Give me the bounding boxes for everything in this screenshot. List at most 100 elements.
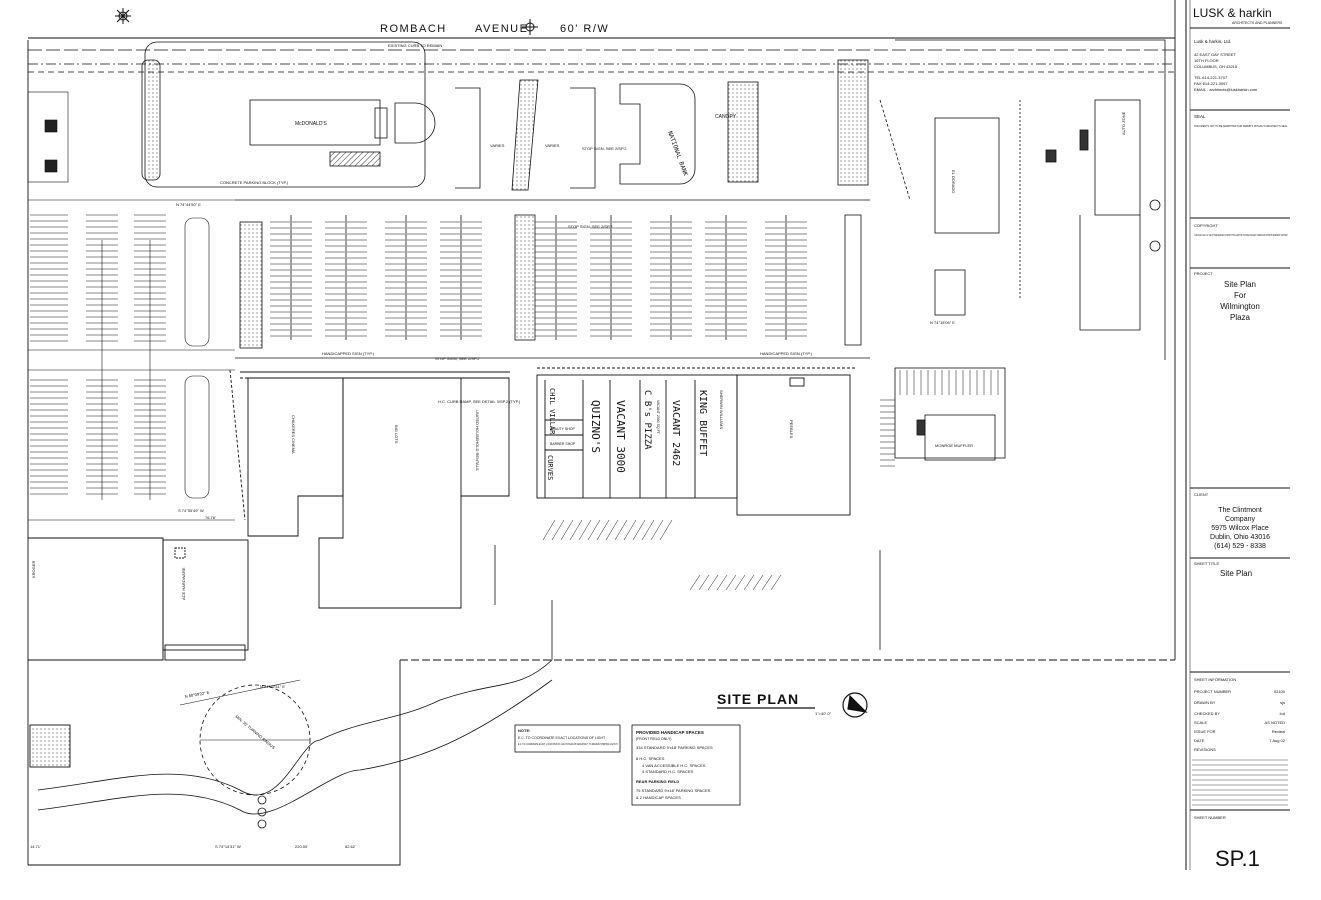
bldg-mcdonalds: McDONALD'S: [295, 121, 327, 127]
bldg-united-household: UNITED HOUSEHOLD RENTALS: [475, 410, 480, 471]
note-label: NOTE:: [518, 728, 530, 733]
bldg-sherwin: SHERWIN WILLIAMS: [719, 390, 724, 429]
note-concrete-block: CONCRETE PARKING BLOCK (TYP.): [220, 180, 289, 185]
parking-stall: [689, 574, 701, 591]
title-scale: 1"=40'-0": [815, 711, 832, 716]
tb-email: EMAIL - architects@luskharkin.com: [1194, 87, 1258, 92]
dist-d3: 76.76': [205, 515, 216, 520]
parking-stalls-main: [270, 215, 807, 340]
bldg-peebles: PEEBLES: [789, 420, 794, 439]
bldg-curves: CURVES: [546, 455, 554, 480]
tb-sheet-info: SHEET INFORMATION: [1194, 677, 1236, 682]
islands-top: [455, 59, 869, 191]
tb-client-4: Dublin, Ohio 43016: [1210, 534, 1270, 541]
tb-is-label: ISSUE FOR: [1194, 729, 1216, 734]
note-full: E.C. TO COORDINATE EXACT LOCATIONS OF LI…: [518, 742, 618, 746]
title-block: [1185, 0, 1290, 870]
parking-stall: [596, 519, 610, 541]
bldg-king-buffet: KING BUFFET: [697, 390, 708, 456]
parking-stall: [707, 574, 719, 591]
tb-copyright-text: © 2002 LUSK & harkin, Ltd. USE OF THESE …: [1194, 234, 1288, 237]
bldg-national-bank: NATIONAL BANK: [666, 130, 689, 177]
tb-rev-label: REVISIONS: [1194, 747, 1216, 752]
bldg-vacant-small: VACANT 2300 SQ FT: [656, 400, 660, 435]
tb-proj-2: For: [1234, 291, 1246, 300]
hc-sub: (FRONT FIELD ONLY): [636, 737, 671, 741]
tb-firm: Lusk & harkin, Ltd.: [1194, 39, 1231, 44]
parking-stall: [650, 519, 664, 541]
tb-pn-val: 02100: [1274, 689, 1286, 694]
tb-is-val: Review: [1272, 729, 1285, 734]
rear-line-2: & 2 HANDICAP SPACES: [636, 795, 681, 800]
dist-d1: 220.00': [295, 844, 308, 849]
note-hc-curb-ramp: H.C. CURB RAMP, SEE DETAIL 3/SP.2 (TYP.): [438, 399, 521, 404]
bldg-auto-zone: AUTO ZONE: [1121, 111, 1126, 135]
tb-client-label: CLIENT: [1194, 492, 1209, 497]
tb-addr2: 16TH FLOOR: [1194, 58, 1219, 63]
note-text-line: E.C. TO COORDINATE EXACT LOCATIONS OF LI…: [518, 736, 606, 740]
bearing-b3: N 74°15'06" E: [930, 320, 955, 325]
bldg-ace-hardware: ACE HARDWARE: [181, 567, 186, 600]
bearing-b4: S 74°14'31" W: [215, 844, 241, 849]
rombach-avenue: ROMBACH AVENUE 60' R/W EXISTING CURB TO …: [28, 23, 1175, 73]
rear-line-1: 75 STANDARD 9'x18' PARKING SPACES: [636, 788, 711, 793]
rear-heading: REAR PARKING FIELD: [636, 779, 679, 784]
parking-stall: [743, 574, 755, 591]
tb-dt-label: DATE: [1194, 738, 1205, 743]
north-arrow-icon: [842, 692, 868, 718]
parking-stalls-left: [30, 214, 166, 495]
tb-logo: LUSK & harkin: [1193, 6, 1272, 20]
tb-sc-val: AS NOTED: [1265, 720, 1286, 725]
tb-seal-text: DOCUMENTS NOT TO BE SUBMITTED FOR PERMIT…: [1194, 124, 1288, 128]
tb-dr-label: DRAWN BY: [1194, 700, 1216, 705]
note-handicapped-sign-2: HANDICAPPED SIGN (TYP.): [760, 351, 813, 356]
tb-dt-val: 7 Aug 02: [1269, 738, 1286, 743]
hc-line-2: 8 H.C. SPACES: [636, 756, 665, 761]
tb-project-label: PROJECT: [1194, 271, 1213, 276]
street-row: 60' R/W: [560, 23, 609, 35]
bldg-el-dorado: EL DORADO: [951, 170, 956, 193]
tb-sheet-number: SP.1: [1215, 846, 1260, 871]
bldg-chil-villar: CHIL VILLAR: [548, 388, 556, 435]
tb-client-5: (614) 529 - 8338: [1214, 543, 1266, 550]
tb-ck-val: lod: [1280, 711, 1285, 716]
tb-addr1: 42 EAST GAY STREET: [1194, 52, 1237, 57]
tb-client-2: Company: [1225, 516, 1255, 523]
right-outparcels: [879, 39, 1166, 360]
tb-proj-1: Site Plan: [1224, 280, 1256, 289]
bearing-b1: N 74°44'50" E: [176, 202, 201, 207]
parking-stall: [560, 519, 574, 541]
strip-center: [240, 367, 857, 609]
parking-stall: [614, 519, 628, 541]
tb-tel: TEL 614-221-3707: [1194, 75, 1228, 80]
note-stop-sign-1: STOP SIGN, SEE 2/SP.2: [582, 146, 627, 151]
tb-copyright: COPYRIGHT: [1194, 223, 1218, 228]
parking-stall: [605, 519, 619, 541]
bldg-kroger: KROGER: [31, 561, 36, 578]
bldg-chakeres: CHAKERES CINEMA: [291, 415, 296, 454]
tb-proj-3: Wilmington: [1220, 302, 1260, 311]
light-pole-icon-2: [522, 19, 538, 35]
parking-stall: [659, 519, 673, 541]
parking-stall: [587, 519, 601, 541]
tb-sheet-title: Site Plan: [1220, 569, 1252, 578]
note-existing-curb: EXISTING CURB TO REMAIN: [388, 43, 442, 48]
tb-proj-4: Plaza: [1230, 313, 1251, 322]
parking-left: [27, 91, 235, 521]
note-varies-1: VARIES: [490, 143, 505, 148]
parking-stall: [752, 574, 764, 591]
parking-stall: [578, 519, 592, 541]
hc-line-3: 4 VAN ACCESSIBLE H.C. SPACES: [642, 763, 706, 768]
bearing-b2: S 74°55'49" W: [178, 508, 204, 513]
bldg-monroe: MONROE MUFFLER: [935, 443, 973, 448]
notes-box: [514, 724, 741, 806]
parking-stall: [698, 574, 710, 591]
kroger-ace: [28, 369, 249, 768]
bldg-vacant-3000: VACANT 3000: [614, 400, 627, 473]
tb-sheet-title-label: SHEET TITLE: [1194, 561, 1220, 566]
bldg-beauty-shop: BEAUTY SHOP: [550, 427, 575, 431]
street-avenue: AVENUE: [475, 23, 528, 35]
bldg-quiznos: QUIZNO'S: [589, 400, 602, 453]
hc-line-4: 4 STANDARD H.C. SPACES: [642, 769, 694, 774]
